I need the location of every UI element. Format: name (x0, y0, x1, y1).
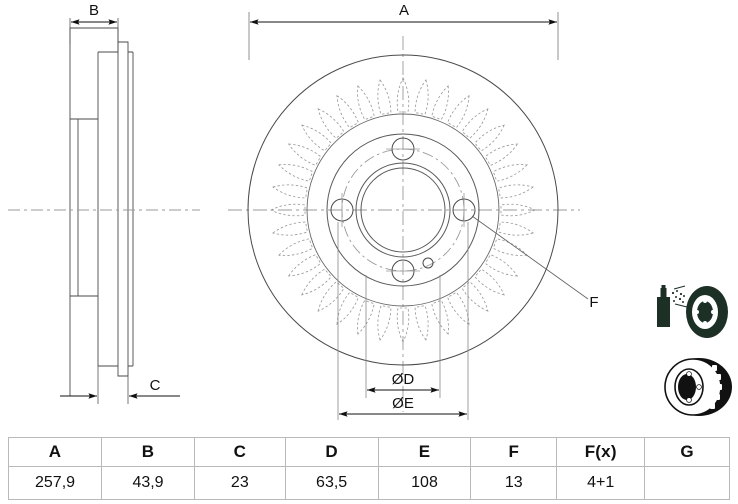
leader-f (471, 215, 589, 300)
value-cell-g (644, 466, 730, 500)
header-cell-d: D (284, 437, 379, 467)
section-side-view (8, 18, 200, 404)
front-face-view (228, 12, 589, 420)
dimension-oe (337, 222, 469, 420)
table-header-row: A B C D E F F(x) G (7, 437, 730, 467)
friction-ring-inner-circle (306, 113, 500, 307)
header-cell-c: C (193, 437, 286, 467)
dimension-label-a: A (398, 2, 409, 19)
header-cell-f: F (470, 437, 558, 467)
hub-face-circle (355, 162, 451, 258)
friction-ring-section-lower (98, 365, 133, 377)
dimension-label-oe: ØE (392, 395, 414, 412)
dimension-label-b: B (88, 2, 99, 19)
value-cell-fx: 4+1 (556, 466, 646, 500)
hat-outer-circle (326, 133, 480, 287)
dimension-label-od: ØD (391, 371, 415, 388)
dimension-c (60, 366, 180, 404)
value-cell-c: 23 (193, 466, 286, 500)
locating-pin-hole (422, 257, 434, 269)
dimension-spec-table: A B C D E F F(x) G 257,9 43,9 23 63,5 10… (7, 437, 730, 500)
dimension-a (248, 12, 559, 60)
bolt-hole-center-marks (341, 148, 465, 272)
section-outline (69, 27, 119, 396)
header-cell-e: E (377, 437, 472, 467)
hub-bell-profile (70, 118, 98, 297)
dimension-label-c: C (149, 377, 161, 394)
dimension-label-f: F (589, 294, 599, 311)
vented-brake-disc-3d-illustration (664, 358, 732, 416)
center-bore-circle (360, 167, 446, 253)
header-cell-g: G (644, 437, 730, 467)
value-cell-a: 257,9 (7, 466, 103, 500)
value-cell-d: 63,5 (284, 466, 379, 500)
header-cell-fx: F(x) (556, 437, 646, 467)
value-cell-f: 13 (470, 466, 558, 500)
disc-outer-circle (247, 54, 559, 366)
dimension-b (69, 18, 119, 44)
header-cell-a: A (7, 437, 103, 467)
header-cell-b: B (101, 437, 195, 467)
coating-spray-disc-illustration (657, 285, 728, 338)
value-cell-b: 43,9 (101, 466, 195, 500)
table-value-row: 257,9 43,9 23 63,5 108 13 4+1 (7, 466, 730, 500)
friction-ring-section-upper (97, 41, 134, 366)
dimension-od (365, 275, 441, 398)
value-cell-e: 108 (377, 466, 472, 500)
